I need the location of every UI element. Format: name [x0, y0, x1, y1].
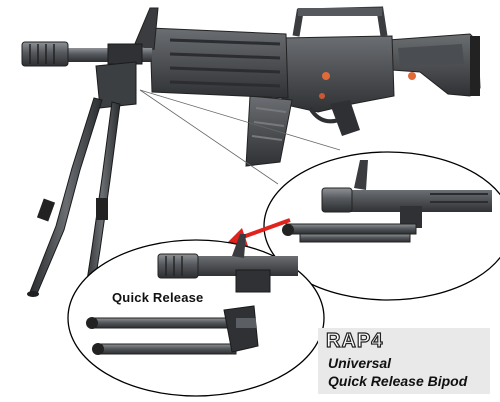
- brand-logo: RAP4: [325, 329, 384, 352]
- inset-detail-upper: [263, 151, 500, 301]
- inset-detail-lower: [67, 234, 325, 397]
- brand-caption-box: [318, 328, 490, 394]
- quick-release-label: Quick Release: [112, 290, 204, 305]
- bipod-mounted: [27, 43, 143, 305]
- guide-line: [139, 89, 279, 185]
- product-name-line2: Quick Release Bipod: [328, 373, 468, 389]
- rifle: [21, 6, 481, 167]
- guide-line: [139, 89, 341, 151]
- product-name-line1: Universal: [328, 355, 392, 371]
